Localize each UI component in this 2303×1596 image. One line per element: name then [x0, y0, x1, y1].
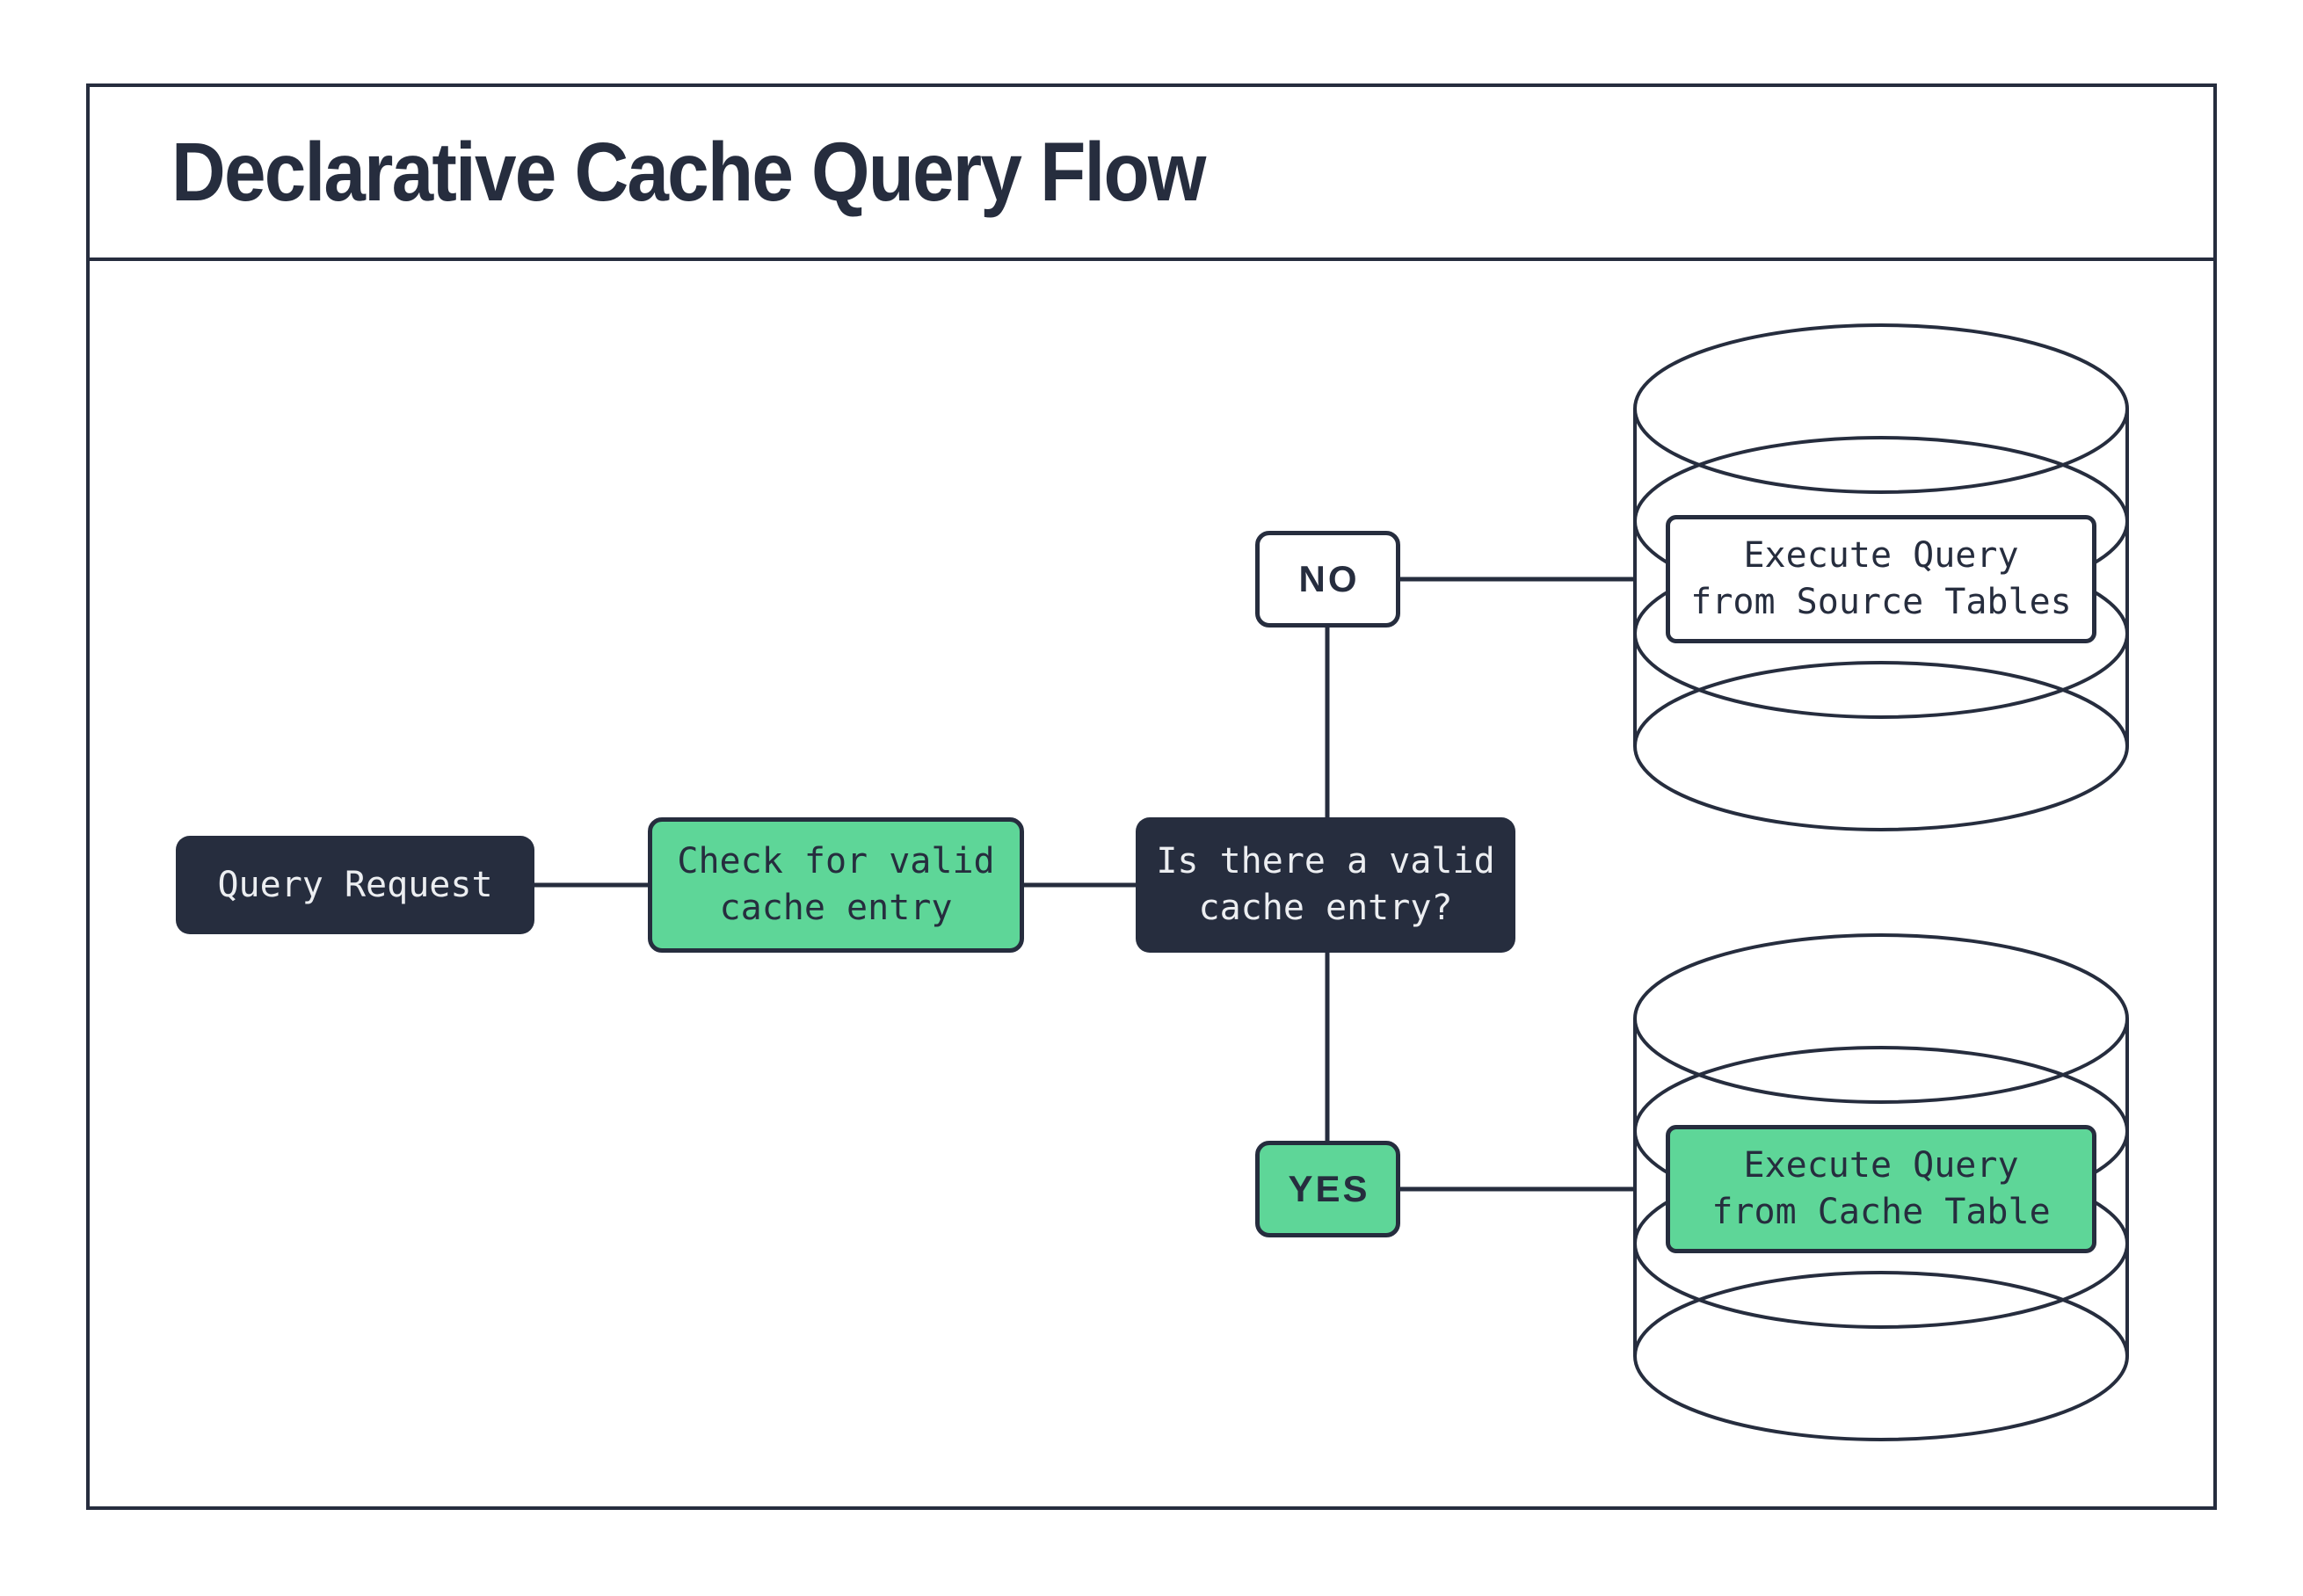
connector-lines [534, 577, 1637, 1192]
node-execute-query-cache-table: Execute Query from Cache Table [1666, 1125, 2096, 1253]
node-execute-query-source-tables: Execute Query from Source Tables [1666, 515, 2096, 643]
edge-label-yes: YES [1255, 1141, 1400, 1237]
edge-label-no: NO [1255, 531, 1400, 628]
page-title: Declarative Cache Query Flow [171, 125, 1206, 219]
diagram-header: Declarative Cache Query Flow [90, 87, 2213, 261]
node-query-request: Query Request [176, 836, 534, 934]
node-check-cache: Check for valid cache entry [648, 817, 1024, 953]
diagram-frame: Declarative Cache Query Flow [86, 83, 2217, 1510]
node-decision-valid-cache: Is there a valid cache entry? [1136, 817, 1515, 953]
